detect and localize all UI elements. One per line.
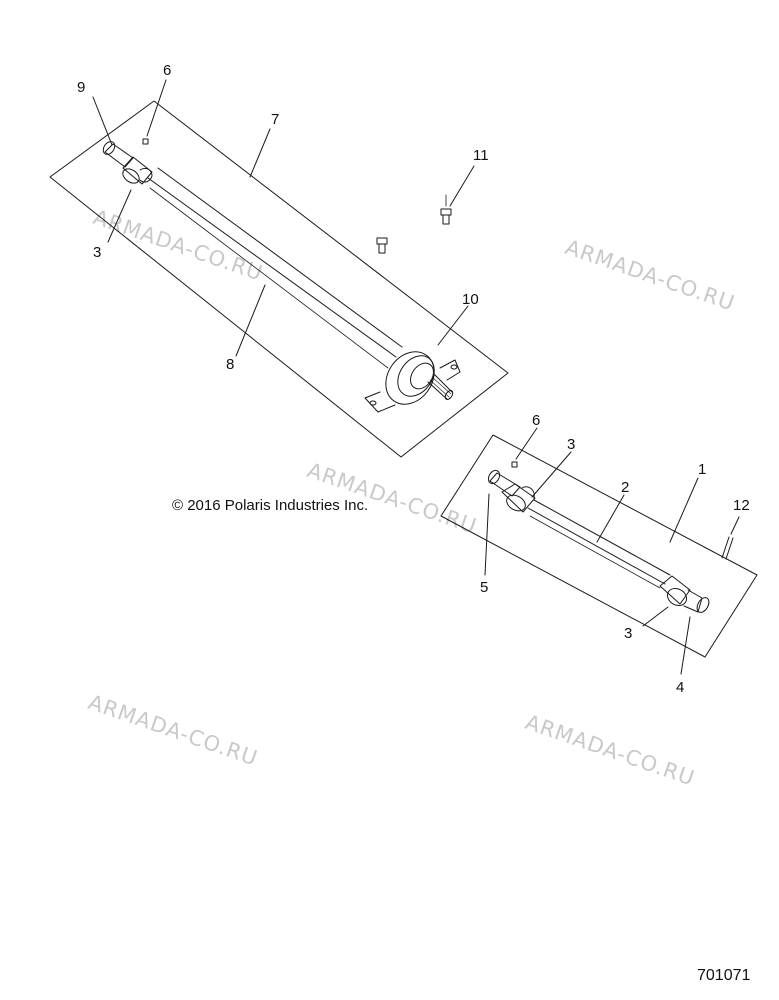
callout-7: 7 — [271, 111, 280, 128]
lower-shaft-tube — [527, 499, 671, 585]
callout-2: 2 — [621, 479, 630, 496]
assembly-outline-lower — [440, 434, 758, 658]
callout-11: 11 — [473, 147, 489, 164]
callout-3-upper: 3 — [93, 244, 102, 261]
callout-12: 12 — [733, 497, 750, 514]
lower-u-joint-left — [487, 469, 536, 513]
lower-shaft-rod — [529, 515, 661, 589]
grease-fitting-upper — [142, 138, 149, 145]
assembly-outline-upper — [49, 100, 509, 458]
bolt-upper — [440, 194, 452, 225]
callout-4: 4 — [676, 679, 685, 696]
bolt-lower — [376, 237, 388, 254]
callout-6-lower: 6 — [532, 412, 541, 429]
callout-1: 1 — [698, 461, 707, 478]
lower-u-joint-right — [659, 575, 710, 613]
figure-number: 701071 — [697, 967, 751, 984]
roll-pin — [721, 536, 734, 560]
callout-6-upper: 6 — [163, 62, 172, 79]
callout-5: 5 — [480, 579, 489, 596]
grease-fitting-lower — [511, 461, 518, 468]
splined-stub — [427, 373, 454, 400]
callout-9: 9 — [77, 79, 86, 96]
upper-shaft-rod — [149, 187, 389, 369]
callout-8: 8 — [226, 356, 235, 373]
copyright-notice: © 2016 Polaris Industries Inc. — [172, 497, 369, 514]
upper-shaft-tube — [147, 167, 403, 358]
upper-u-joint — [102, 141, 153, 185]
callout-3-lower-right: 3 — [624, 625, 633, 642]
callout-3-lower-left: 3 — [567, 436, 576, 453]
callout-10: 10 — [462, 291, 479, 308]
carrier-bearing — [364, 351, 461, 413]
